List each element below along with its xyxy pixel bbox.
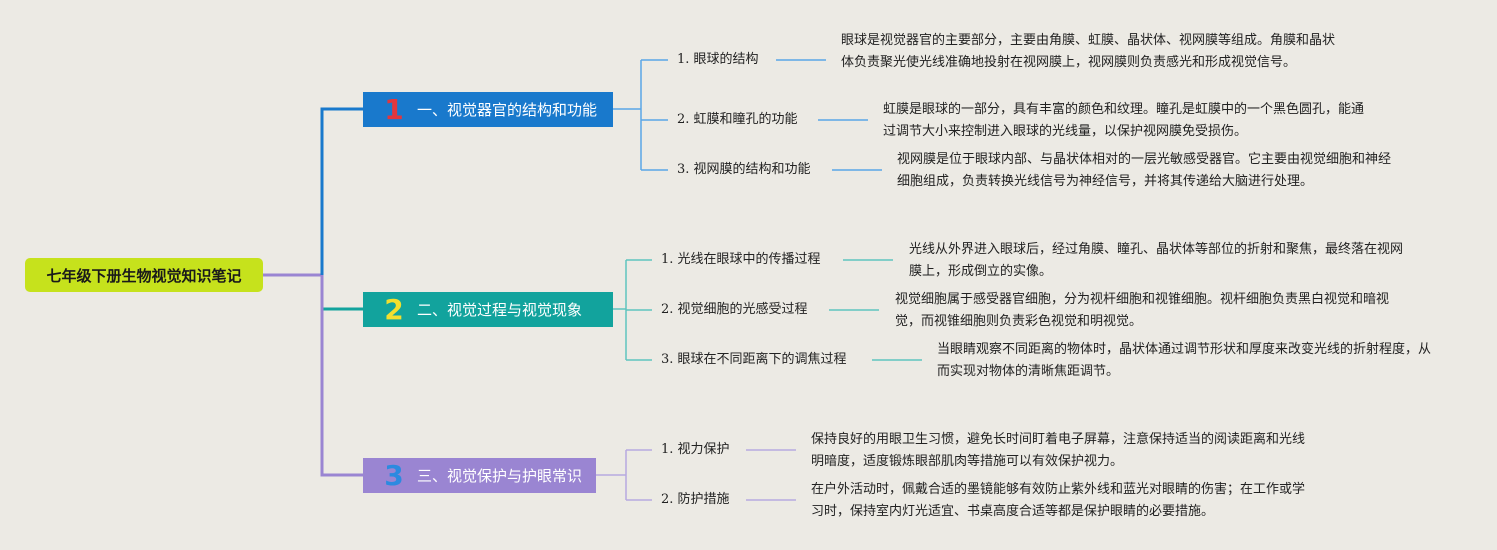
connector-branch-2	[320, 275, 363, 311]
root-node[interactable]: 七年级下册生物视觉知识笔记	[25, 258, 263, 292]
desc-focusing: 当眼睛观察不同距离的物体时，晶状体通过调节形状和厚度来改变光线的折射程度，从而实…	[937, 342, 1432, 379]
number-1-icon: 1	[384, 92, 404, 126]
topic-photoreception[interactable]: 2. 视觉细胞的光感受过程	[661, 302, 808, 317]
branch-1-topic-connectors	[613, 59, 882, 171]
branch-2-label: 二、视觉过程与视觉现象	[417, 301, 583, 319]
branch-3-topic-connectors	[596, 449, 796, 501]
branch-3-node[interactable]: 3 三、视觉保护与护眼常识	[363, 458, 596, 493]
desc-light-propagation: 光线从外界进入眼球后，经过角膜、瞳孔、晶状体等部位的折射和聚焦，最终落在视网膜上…	[909, 242, 1404, 279]
topic-iris-pupil[interactable]: 2. 虹膜和瞳孔的功能	[677, 112, 798, 127]
topic-focusing[interactable]: 3. 眼球在不同距离下的调焦过程	[661, 352, 847, 367]
topic-eyeball-structure[interactable]: 1. 眼球的结构	[677, 52, 759, 67]
desc-retina: 视网膜是位于眼球内部、与晶状体相对的一层光敏感受器官。它主要由视觉细胞和神经细胞…	[897, 152, 1392, 189]
branch-1-node[interactable]: 1 一、视觉器官的结构和功能	[363, 92, 613, 127]
connector-branch-3	[320, 275, 363, 477]
number-3-icon: 3	[384, 458, 404, 492]
connector-branch-1	[320, 107, 363, 275]
topic-retina[interactable]: 3. 视网膜的结构和功能	[677, 162, 811, 177]
branch-2-node[interactable]: 2 二、视觉过程与视觉现象	[363, 292, 613, 327]
branch-3-label: 三、视觉保护与护眼常识	[417, 467, 583, 485]
number-2-icon: 2	[384, 292, 404, 326]
topic-protective-measures[interactable]: 2. 防护措施	[661, 492, 730, 507]
desc-vision-protection: 保持良好的用眼卫生习惯，避免长时间盯着电子屏幕，注意保持适当的阅读距离和光线明暗…	[811, 432, 1306, 469]
desc-eyeball-structure: 眼球是视觉器官的主要部分，主要由角膜、虹膜、晶状体、视网膜等组成。角膜和晶状体负…	[841, 33, 1336, 70]
topic-light-propagation[interactable]: 1. 光线在眼球中的传播过程	[661, 252, 821, 267]
desc-photoreception: 视觉细胞属于感受器官细胞，分为视杆细胞和视锥细胞。视杆细胞负责黑白视觉和暗视觉，…	[895, 292, 1390, 329]
branch-1-label: 一、视觉器官的结构和功能	[417, 101, 598, 119]
desc-iris-pupil: 虹膜是眼球的一部分，具有丰富的颜色和纹理。瞳孔是虹膜中的一个黑色圆孔，能通过调节…	[883, 102, 1365, 139]
root-label: 七年级下册生物视觉知识笔记	[46, 266, 242, 285]
desc-protective-measures: 在户外活动时，佩戴合适的墨镜能够有效防止紫外线和蓝光对眼睛的伤害；在工作或学习时…	[811, 482, 1306, 519]
topic-vision-protection[interactable]: 1. 视力保护	[661, 442, 730, 457]
